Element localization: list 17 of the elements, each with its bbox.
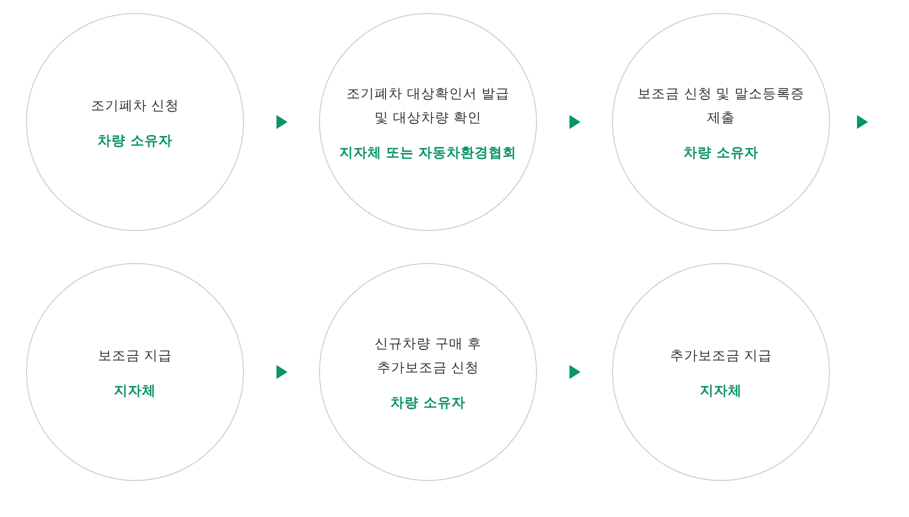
step-description: 보조금 신청 및 말소등록증 제출 xyxy=(636,85,806,128)
step-description: 추가보조금 지급 xyxy=(668,347,774,366)
step-actor: 지자체 xyxy=(699,382,743,400)
arrow-head xyxy=(276,115,288,129)
step-actor: 차량 소유자 xyxy=(682,144,760,162)
arrow-head xyxy=(570,365,580,379)
step-actor: 차량 소유자 xyxy=(390,394,466,412)
step-actor: 지자체 xyxy=(113,382,157,400)
arrow-head xyxy=(857,115,868,129)
step-description: 조기폐차 대상확인서 발급 및 대상차량 확인 xyxy=(346,85,510,128)
step-actor: 지자체 또는 자동차환경협회 xyxy=(338,144,518,162)
step-description: 신규차량 구매 후 추가보조금 신청 xyxy=(374,335,482,378)
arrow-head xyxy=(570,115,580,129)
arrow-head xyxy=(276,365,288,379)
step-description: 조기폐차 신청 xyxy=(90,97,180,116)
step-description: 보조금 지급 xyxy=(96,347,174,366)
step-actor: 차량 소유자 xyxy=(96,132,174,150)
